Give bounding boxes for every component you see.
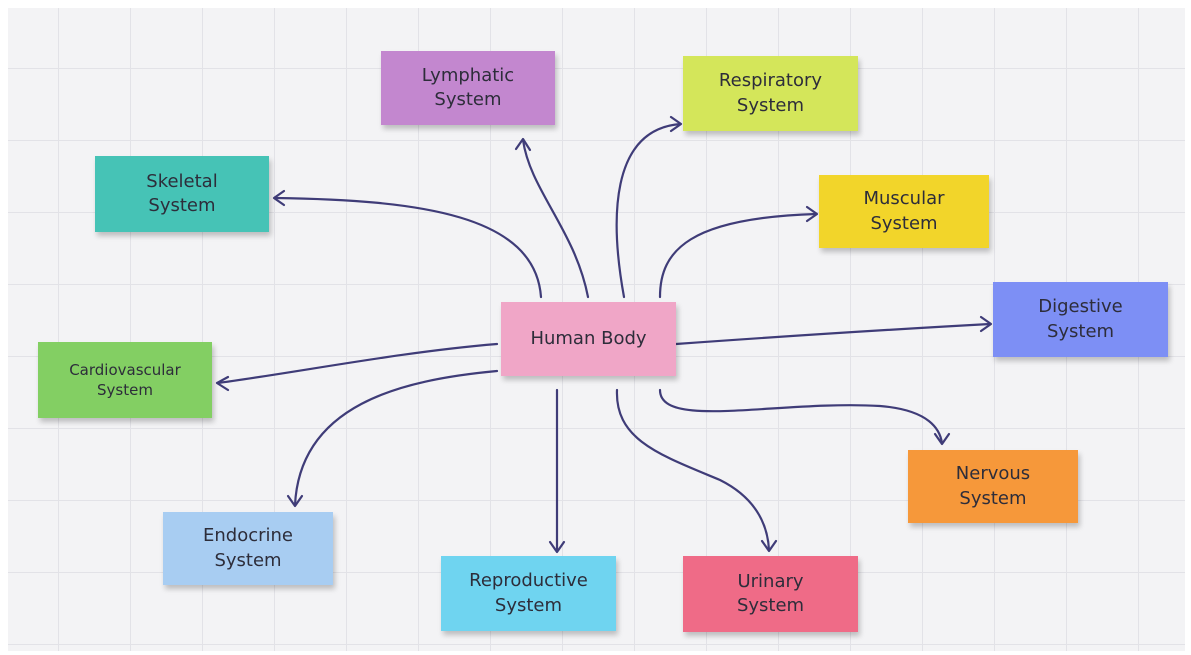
arrowhead-endocrine bbox=[286, 494, 304, 508]
node-label: Lymphatic System bbox=[421, 64, 515, 110]
arrowhead-skeletal bbox=[272, 189, 286, 207]
node-human-body[interactable]: Human Body bbox=[501, 302, 676, 376]
edge-human-body-urinary[interactable] bbox=[615, 388, 771, 552]
node-label: Human Body bbox=[530, 327, 647, 349]
node-label: Skeletal System bbox=[146, 170, 218, 216]
node-endocrine[interactable]: Endocrine System bbox=[163, 512, 333, 585]
edge-human-body-nervous[interactable] bbox=[658, 388, 944, 445]
edge-human-body-endocrine[interactable] bbox=[293, 369, 499, 507]
edge-human-body-respiratory[interactable] bbox=[615, 122, 682, 299]
node-nervous[interactable]: Nervous System bbox=[908, 450, 1078, 523]
node-label: Muscular System bbox=[863, 188, 945, 234]
node-respiratory[interactable]: Respiratory System bbox=[683, 56, 858, 131]
arrowhead-urinary bbox=[760, 539, 778, 553]
node-cardiovascular[interactable]: Cardiovascular System bbox=[38, 342, 212, 418]
node-label: Digestive System bbox=[1038, 296, 1123, 342]
arrowhead-nervous bbox=[933, 432, 951, 446]
arrowhead-reproductive bbox=[548, 540, 566, 554]
node-muscular[interactable]: Muscular System bbox=[819, 175, 989, 248]
node-label: Reproductive System bbox=[469, 570, 588, 616]
arrowhead-cardiovascular bbox=[215, 375, 230, 392]
node-urinary[interactable]: Urinary System bbox=[683, 556, 858, 632]
edge-human-body-lymphatic[interactable] bbox=[521, 138, 590, 299]
node-label: Cardiovascular System bbox=[69, 360, 181, 399]
node-skeletal[interactable]: Skeletal System bbox=[95, 156, 269, 232]
node-reproductive[interactable]: Reproductive System bbox=[441, 556, 616, 631]
edge-human-body-digestive[interactable] bbox=[674, 322, 992, 346]
edge-human-body-skeletal[interactable] bbox=[273, 196, 543, 299]
node-label: Respiratory System bbox=[718, 70, 823, 116]
arrowhead-digestive bbox=[979, 315, 993, 333]
node-label: Nervous System bbox=[955, 463, 1031, 509]
arrowhead-muscular bbox=[805, 205, 819, 223]
node-lymphatic[interactable]: Lymphatic System bbox=[381, 51, 555, 125]
node-label: Urinary System bbox=[736, 570, 805, 616]
arrowhead-lymphatic bbox=[514, 137, 532, 152]
edge-human-body-cardiovascular[interactable] bbox=[216, 342, 499, 385]
node-digestive[interactable]: Digestive System bbox=[993, 282, 1168, 357]
node-label: Endocrine System bbox=[203, 525, 293, 571]
arrowhead-respiratory bbox=[669, 115, 683, 133]
edge-human-body-muscular[interactable] bbox=[658, 212, 818, 299]
